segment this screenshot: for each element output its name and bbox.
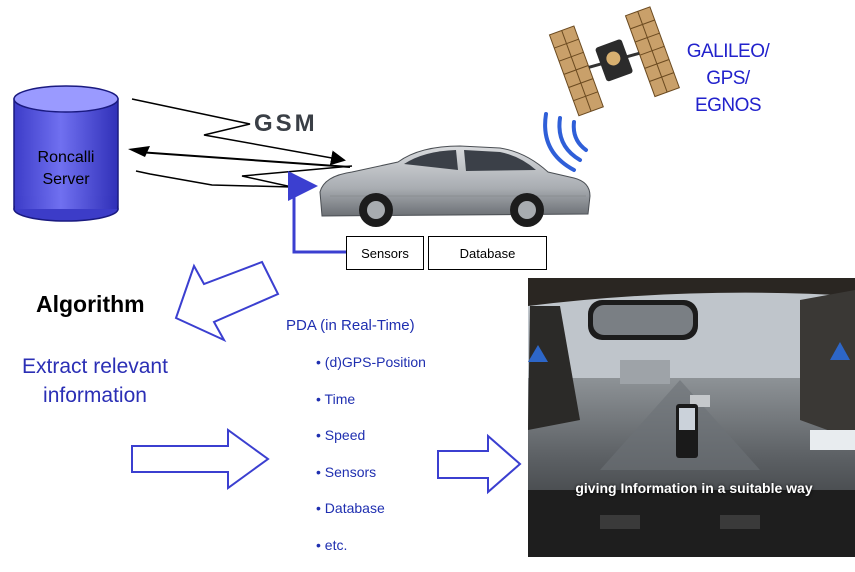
sensor-feedback-arrow bbox=[288, 171, 346, 254]
pda-list-item-label: etc. bbox=[324, 536, 348, 553]
satellite-label: GALILEO/ GPS/ EGNOS bbox=[672, 38, 784, 119]
gsm-link-lower bbox=[128, 146, 353, 188]
photo-caption: giving Information in a suitable way bbox=[575, 480, 813, 496]
car-image bbox=[319, 145, 591, 227]
pda-list-item: • (d)GPS-Position bbox=[316, 354, 426, 370]
algorithm-subtitle-line: information bbox=[43, 384, 147, 407]
arrow-to-algorithm-icon bbox=[174, 260, 280, 343]
pda-list-item-label: Sensors bbox=[324, 463, 377, 480]
pda-list-item: • etc. bbox=[316, 536, 348, 553]
pda-list-item: • Database bbox=[316, 500, 385, 517]
sensors-box-label: Sensors bbox=[361, 245, 409, 261]
algorithm-title: Algorithm bbox=[36, 291, 145, 317]
pda-list-item-label: Time bbox=[324, 390, 356, 407]
server-label-line: Roncalli bbox=[37, 149, 95, 166]
pda-list-item: • Time bbox=[316, 390, 356, 407]
svg-text:GSM: GSM bbox=[254, 110, 318, 137]
pda-list-item: • Speed bbox=[316, 427, 366, 444]
arrow-to-photo-icon bbox=[437, 433, 522, 495]
algorithm-subtitle-line: Extract relevant bbox=[22, 355, 168, 378]
server-label: Roncalli Server bbox=[16, 147, 116, 191]
database-box: Database bbox=[428, 236, 547, 270]
in-car-photo bbox=[528, 278, 855, 557]
pda-item-list: • (d)GPS-Position • Time • Speed • Senso… bbox=[316, 352, 426, 572]
server-cylinder-icon bbox=[13, 85, 119, 222]
pda-list-item-label: (d)GPS-Position bbox=[324, 354, 426, 370]
database-box-label: Database bbox=[459, 245, 516, 261]
pda-title: PDA (in Real-Time) bbox=[286, 317, 415, 334]
gsm-logo-icon: GSM bbox=[254, 110, 318, 137]
gsm-link-upper bbox=[131, 98, 346, 166]
arrow-to-pda-icon bbox=[131, 428, 270, 490]
satellite-icon bbox=[548, 6, 680, 117]
satellite-label-line: EGNOS bbox=[694, 95, 762, 116]
sensors-box: Sensors bbox=[346, 236, 424, 270]
pda-list-item-label: Database bbox=[324, 500, 385, 517]
satellite-label-line: GALILEO/ bbox=[686, 41, 770, 62]
pda-list-item-label: Speed bbox=[324, 427, 366, 444]
diagram-graphics: GSM bbox=[13, 6, 855, 557]
server-label-line: Server bbox=[42, 171, 90, 188]
satellite-label-line: GPS/ bbox=[706, 68, 750, 89]
signal-waves-icon bbox=[543, 112, 588, 172]
pda-list-item: • Sensors bbox=[316, 463, 377, 480]
algorithm-subtitle: Extract relevant information bbox=[0, 352, 190, 410]
